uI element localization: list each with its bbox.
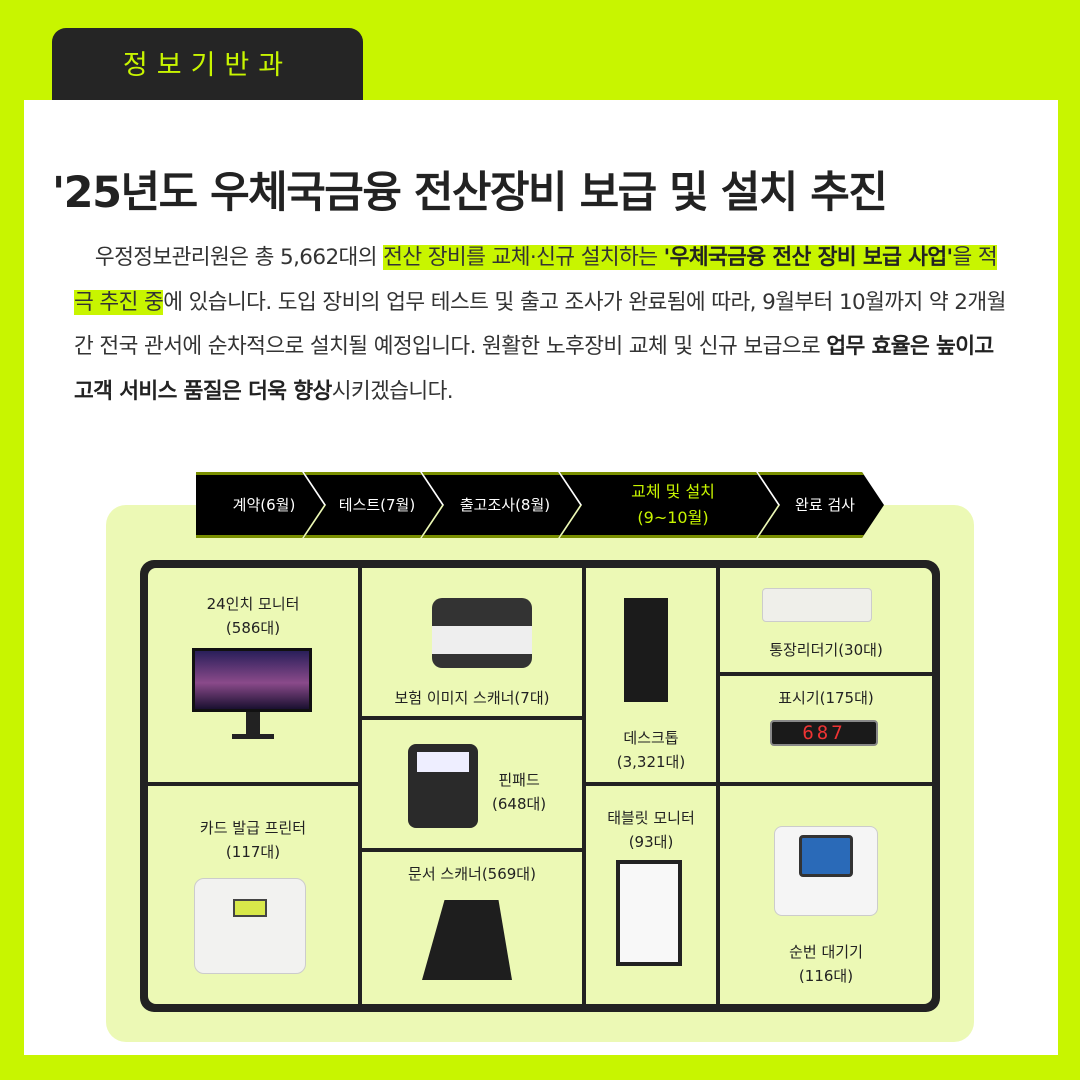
desktop-image xyxy=(624,598,668,702)
cell-queue-machine: 순번 대기기 (116대) xyxy=(720,786,932,1004)
device-label: 핀패드 (648대) xyxy=(492,768,546,816)
device-label: 순번 대기기 (116대) xyxy=(720,940,932,988)
step-test: 테스트(7월) xyxy=(304,472,442,538)
card-printer-image xyxy=(194,878,306,974)
department-tab: 정보기반과 xyxy=(52,28,363,102)
step-sublabel: (9~10월) xyxy=(637,508,709,527)
tablet-monitor-image xyxy=(616,860,682,966)
device-count: (116대) xyxy=(798,967,854,985)
device-count: (93대) xyxy=(628,833,674,851)
doc-scanner-image xyxy=(422,900,512,980)
cell-doc-scanner: 문서 스캐너(569대) xyxy=(362,852,582,1004)
device-count: (648대) xyxy=(492,795,547,813)
device-label: 카드 발급 프린터 (117대) xyxy=(148,816,358,864)
page-title: '25년도 우체국금융 전산장비 보급 및 설치 추진 xyxy=(52,168,888,218)
body-paragraph: 우정정보관리원은 총 5,662대의 전산 장비를 교체·신규 설치하는 '우체… xyxy=(74,236,1014,414)
step-label: 테스트(7월) xyxy=(338,496,416,514)
display-image: 687 xyxy=(770,720,878,746)
device-label: 데스크톱 (3,321대) xyxy=(586,726,716,774)
pinpad-image xyxy=(408,744,478,828)
passbook-reader-image xyxy=(762,588,872,622)
device-name: 핀패드 xyxy=(498,771,540,789)
step-contract: 계약(6월) xyxy=(196,472,324,538)
device-count: (3,321대) xyxy=(616,753,686,771)
step-label: 교체 및 설치 xyxy=(631,482,715,501)
device-name: 표시기(175대) xyxy=(778,689,874,707)
bold-text: 업무 효율은 높이고 고객 서비스 품질은 더욱 향상 xyxy=(74,334,994,404)
device-label: 태블릿 모니터 (93대) xyxy=(586,806,716,854)
monitor-image xyxy=(192,648,312,712)
cell-pinpad: 핀패드 (648대) xyxy=(362,720,582,848)
cell-card-printer: 카드 발급 프린터 (117대) xyxy=(148,786,358,1004)
highlight-text: 전산 장비를 교체·신규 설치하는 xyxy=(383,245,664,270)
step-label: 계약(6월) xyxy=(232,496,296,514)
cell-display: 표시기(175대) 687 xyxy=(720,676,932,782)
highlight-bold-text: '우체국금융 전산 장비 보급 사업' xyxy=(663,245,953,270)
device-count: (117대) xyxy=(225,843,281,861)
device-name: 카드 발급 프린터 xyxy=(199,819,307,837)
cell-tablet-monitor: 태블릿 모니터 (93대) xyxy=(586,786,716,1004)
cell-passbook-reader: 통장리더기(30대) xyxy=(720,568,932,672)
device-count: (586대) xyxy=(225,619,281,637)
equipment-grid: 24인치 모니터 (586대) 카드 발급 프린터 (117대) 보험 이미지 스캐… xyxy=(140,560,940,1012)
device-name: 데스크톱 xyxy=(623,729,679,747)
step-label: 출고조사(8월) xyxy=(459,496,551,514)
cell-monitor: 24인치 모니터 (586대) xyxy=(148,568,358,782)
device-name: 태블릿 모니터 xyxy=(607,809,695,827)
step-install: 교체 및 설치 (9~10월) xyxy=(560,472,778,538)
insurance-scanner-image xyxy=(432,598,532,668)
device-name: 문서 스캐너(569대) xyxy=(408,865,536,883)
queue-machine-image xyxy=(774,826,878,916)
step-label: 완료 검사 xyxy=(795,496,855,514)
timeline: 계약(6월) 테스트(7월) 출고조사(8월) 교체 및 설치 (9~10월) 완… xyxy=(196,472,864,538)
text: 에 있습니다. 도입 장비의 업무 테스트 및 출고 조사가 완료됨에 따라, … xyxy=(74,289,1006,360)
device-name: 순번 대기기 xyxy=(789,943,863,961)
monitor-stand xyxy=(246,712,260,736)
step-inspection: 출고조사(8월) xyxy=(422,472,580,538)
device-label: 24인치 모니터 (586대) xyxy=(148,592,358,640)
monitor-base xyxy=(232,734,274,739)
device-name: 보험 이미지 스캐너(7대) xyxy=(394,689,550,707)
text: 우정정보관리원은 총 5,662대의 xyxy=(94,245,384,270)
text: 시키겠습니다. xyxy=(331,378,454,404)
cell-desktop: 데스크톱 (3,321대) xyxy=(586,568,716,782)
device-name: 통장리더기(30대) xyxy=(769,641,883,659)
device-name: 24인치 모니터 xyxy=(206,595,300,613)
cell-insurance-scanner: 보험 이미지 스캐너(7대) xyxy=(362,568,582,716)
